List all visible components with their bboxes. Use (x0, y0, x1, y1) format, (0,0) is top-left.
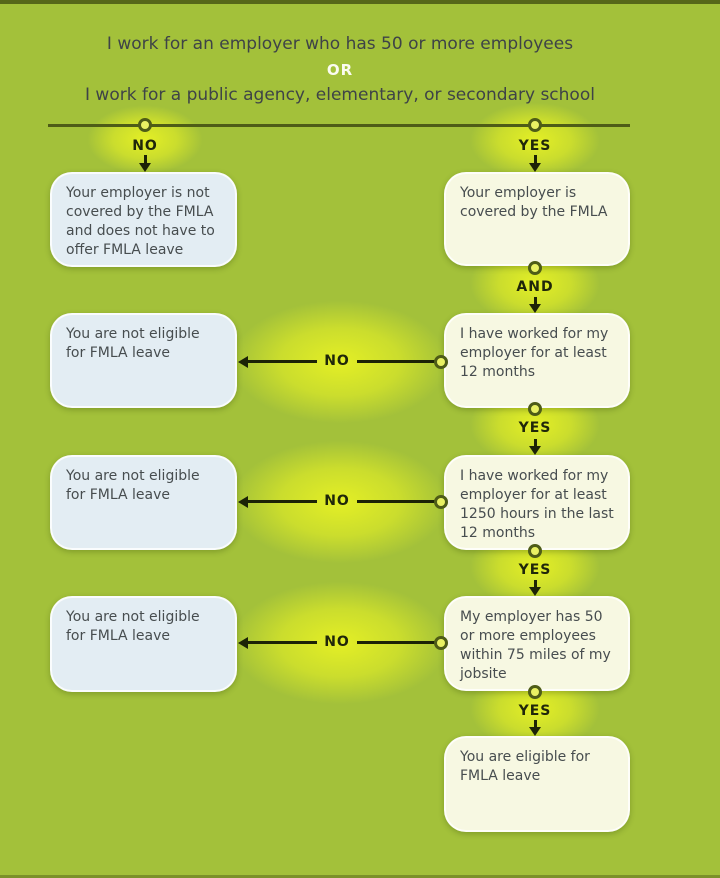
branch-label-no: NO (324, 353, 350, 369)
connector-point (528, 261, 542, 275)
arrow-down-icon (529, 587, 541, 596)
branch-label-yes: YES (518, 420, 552, 436)
connector-point (528, 544, 542, 558)
connector-line (534, 580, 537, 589)
arrow-down-icon (529, 727, 541, 736)
image-top-border (0, 0, 720, 4)
image-bottom-border (0, 875, 720, 878)
branch-rule (48, 124, 630, 127)
branch-point-yes (528, 118, 542, 132)
connector-line (357, 641, 438, 644)
connector-line (247, 500, 317, 503)
connector-line (247, 641, 317, 644)
node-not-eligible-row3: You are not eligible for FMLA leave (50, 455, 237, 550)
node-worked-12-months: I have worked for my employer for at lea… (444, 313, 630, 408)
branch-label-yes: YES (518, 703, 552, 719)
arrow-left-icon (238, 637, 248, 649)
connector-line (357, 500, 438, 503)
node-employees-within-75-miles: My employer has 50 or more employees wit… (444, 596, 630, 691)
node-employer-covered: Your employer is covered by the FMLA (444, 172, 630, 266)
connector-line (534, 720, 537, 729)
connector-line (534, 155, 537, 164)
node-not-eligible-row4: You are not eligible for FMLA leave (50, 596, 237, 692)
header-question-line1: I work for an employer who has 50 or mor… (106, 34, 574, 54)
arrow-down-icon (139, 163, 151, 172)
connector-point (434, 495, 448, 509)
branch-label-no: NO (132, 138, 158, 154)
node-eligible: You are eligible for FMLA leave (444, 736, 630, 832)
arrow-left-icon (238, 356, 248, 368)
node-not-eligible-row2: You are not eligible for FMLA leave (50, 313, 237, 408)
branch-label-no: NO (324, 493, 350, 509)
connector-point (528, 685, 542, 699)
branch-label-and: AND (516, 279, 554, 295)
header-or-conjunction: OR (326, 61, 354, 79)
header-question-line2: I work for a public agency, elementary, … (85, 85, 595, 105)
connector-line (357, 360, 438, 363)
arrow-left-icon (238, 496, 248, 508)
connector-point (434, 355, 448, 369)
connector-line (534, 439, 537, 448)
node-employer-not-covered: Your employer is not covered by the FMLA… (50, 172, 237, 267)
connector-point (528, 402, 542, 416)
connector-line (144, 155, 147, 164)
node-worked-1250-hours: I have worked for my employer for at lea… (444, 455, 630, 550)
connector-point (434, 636, 448, 650)
arrow-down-icon (529, 304, 541, 313)
connector-line (247, 360, 317, 363)
connector-line (534, 297, 537, 306)
arrow-down-icon (529, 446, 541, 455)
branch-point-no (138, 118, 152, 132)
branch-label-yes: YES (518, 138, 552, 154)
branch-label-yes: YES (518, 562, 552, 578)
arrow-down-icon (529, 163, 541, 172)
branch-label-no: NO (324, 634, 350, 650)
